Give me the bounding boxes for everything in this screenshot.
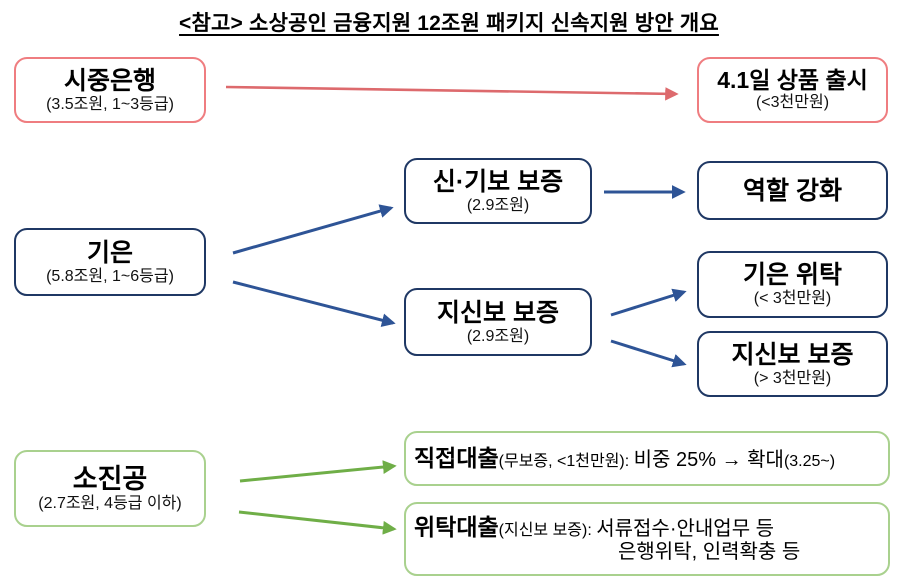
- node-jisinbo-guarantee: 지신보 보증 (2.9조원): [404, 288, 592, 356]
- node-jisinbo-guarantee-over30m: 지신보 보증 (> 3천만원): [697, 331, 888, 397]
- node-kieun: 기은 (5.8조원, 1~6등급): [14, 228, 206, 296]
- direct-loan-date: (3.25~): [783, 452, 836, 470]
- node-label: 지신보 보증: [731, 340, 854, 369]
- node-label: 기은 위탁: [743, 261, 842, 290]
- direct-loan-detail: 비중 25% → 확대: [633, 448, 784, 471]
- node-role-strengthen: 역할 강화: [697, 161, 888, 220]
- arrow-bank-to-launch: [225, 85, 679, 101]
- page-title: <참고> 소상공인 금융지원 12조원 패키지 신속지원 방안 개요: [179, 12, 719, 35]
- node-direct-loan: 직접대출(무보증, <1천만원): 비중 25% → 확대(3.25~): [404, 431, 890, 486]
- node-sublabel: (2.9조원): [466, 196, 530, 214]
- consigned-loan-detail-line1: 서류접수·안내업무 등: [596, 517, 775, 540]
- arrow-jisinbo-to-jisinbo-over: [610, 339, 687, 368]
- node-label: 신·기보 보증: [432, 167, 564, 196]
- node-label: 기은: [86, 238, 133, 267]
- node-sublabel: (<3천만원): [755, 94, 830, 112]
- consigned-loan-title: 위탁대출: [414, 513, 499, 540]
- node-label: 4.1일 상품 출시: [717, 66, 868, 93]
- arrow-kieun-to-jisinbo: [232, 280, 396, 327]
- node-sojingong: 소진공 (2.7조원, 4등급 이하): [14, 450, 206, 527]
- consigned-loan-detail-line2: 은행위탁, 인력확충 등: [618, 540, 801, 563]
- node-sublabel: (2.9조원): [466, 327, 530, 345]
- node-sublabel: (< 3천만원): [753, 290, 832, 308]
- node-label: 역할 강화: [743, 176, 842, 205]
- arrow-sojingong-to-consign: [238, 510, 397, 535]
- node-sublabel: (2.7조원, 4등급 이하): [38, 495, 182, 513]
- node-sublabel: (5.8조원, 1~6등급): [46, 267, 174, 285]
- node-sin-gibo-guarantee: 신·기보 보증 (2.9조원): [404, 158, 592, 224]
- node-sublabel: (3.5조원, 1~3등급): [46, 95, 174, 113]
- node-label: 시중은행: [63, 66, 156, 95]
- node-kieun-consignment: 기은 위탁 (< 3천만원): [697, 251, 888, 318]
- node-sublabel: (> 3천만원): [753, 369, 832, 387]
- direct-loan-title: 직접대출: [414, 444, 499, 471]
- consigned-loan-condition: (지신보 보증):: [498, 521, 597, 539]
- node-product-launch: 4.1일 상품 출시 (<3천만원): [697, 57, 888, 123]
- direct-loan-text: 직접대출(무보증, <1천만원): 비중 25% → 확대(3.25~): [414, 444, 836, 472]
- arrow-kieun-to-singibo: [232, 204, 394, 255]
- node-consigned-loan: 위탁대출(지신보 보증): 서류접수·안내업무 등 은행위탁, 인력확충 등: [404, 502, 890, 576]
- arrow-jisinbo-to-kieun-consign: [610, 288, 687, 317]
- node-label: 소진공: [72, 463, 148, 494]
- consigned-loan-text: 위탁대출(지신보 보증): 서류접수·안내업무 등: [414, 513, 775, 541]
- node-label: 지신보 보증: [437, 298, 559, 327]
- direct-loan-condition: (무보증, <1천만원):: [498, 452, 634, 470]
- node-sijung-bank: 시중은행 (3.5조원, 1~3등급): [14, 57, 206, 123]
- arrow-sojingong-to-direct: [239, 460, 397, 483]
